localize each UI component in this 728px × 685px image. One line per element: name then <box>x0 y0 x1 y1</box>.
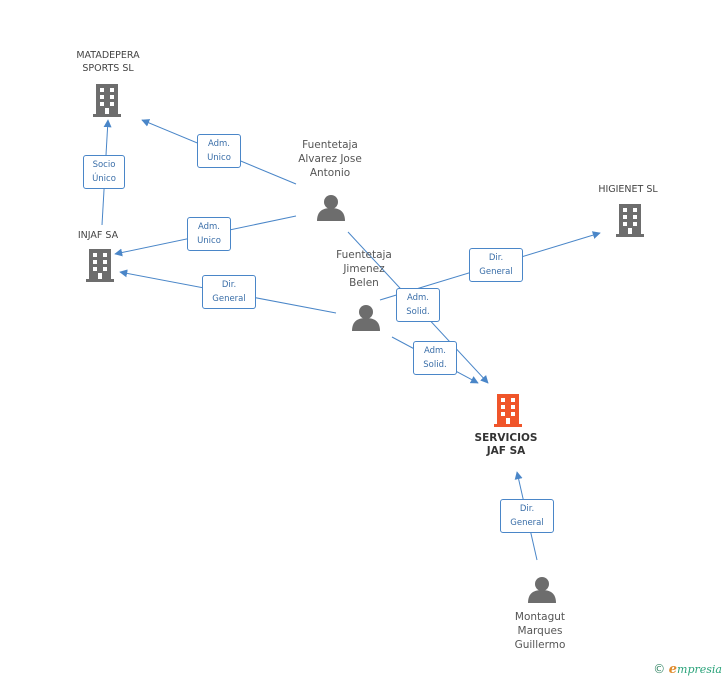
focus-building-icon[interactable] <box>494 394 522 427</box>
brand-initial: e <box>668 662 678 677</box>
edge-label-e1[interactable]: Adm. Unico <box>197 134 241 168</box>
edge-label-e8[interactable]: Dir. General <box>500 499 554 533</box>
building-icon[interactable] <box>93 84 121 117</box>
node-label-servicios[interactable]: SERVICIOS JAF SA <box>474 432 538 457</box>
person-icon[interactable] <box>317 195 345 221</box>
node-label-higienet[interactable]: HIGIENET SL <box>598 184 658 195</box>
node-label-montagut[interactable]: Montagut Marques Guillermo <box>514 611 566 651</box>
edge-label-e7[interactable]: Adm. Solid. <box>413 341 457 375</box>
building-icon[interactable] <box>616 204 644 237</box>
empresia-watermark: © empresia <box>653 662 722 677</box>
building-icon[interactable] <box>86 249 114 282</box>
person-icon[interactable] <box>352 305 380 331</box>
brand-name: mpresia <box>677 663 722 676</box>
edge-label-e2[interactable]: Socio Único <box>83 155 125 189</box>
person-icon[interactable] <box>528 577 556 603</box>
edge-label-e6[interactable]: Adm. Solid. <box>396 288 440 322</box>
edge-label-e3[interactable]: Adm. Unico <box>187 217 231 251</box>
node-label-fuentetaja-jb[interactable]: Fuentetaja Jimenez Belen <box>336 249 392 289</box>
node-label-fuentetaja-aj[interactable]: Fuentetaja Alvarez Jose Antonio <box>298 139 362 179</box>
copyright-symbol: © <box>653 662 666 676</box>
edge-label-e5[interactable]: Dir. General <box>469 248 523 282</box>
node-label-matadepera[interactable]: MATADEPERA SPORTS SL <box>76 50 140 74</box>
node-label-injaf[interactable]: INJAF SA <box>77 230 119 241</box>
edge-label-e4[interactable]: Dir. General <box>202 275 256 309</box>
